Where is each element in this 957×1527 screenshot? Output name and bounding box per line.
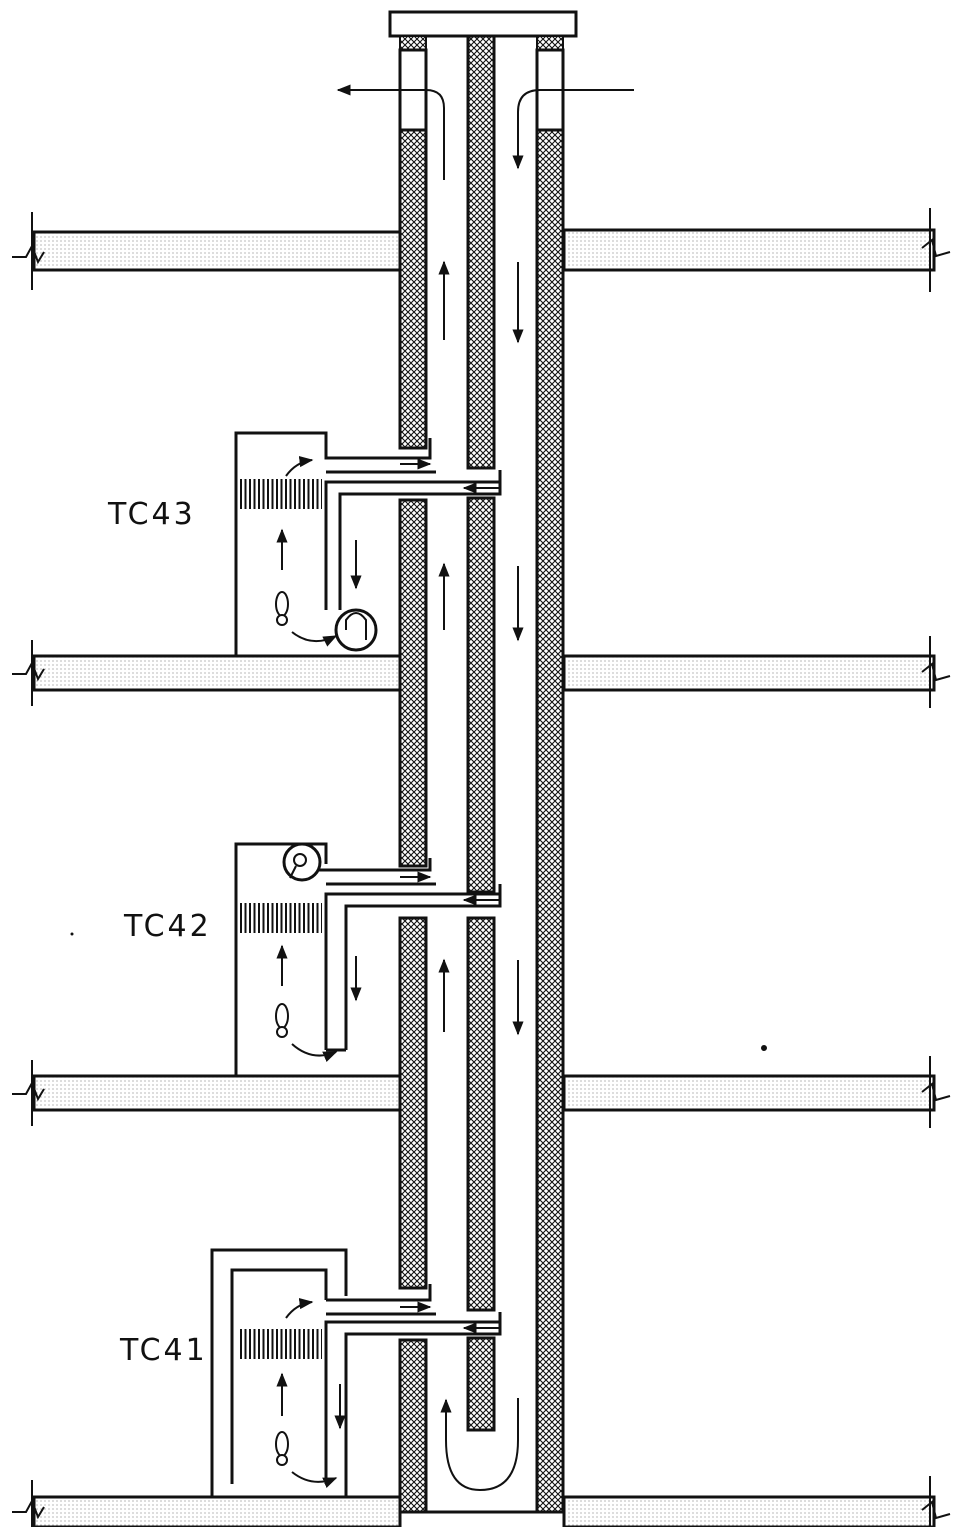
chimney-cap bbox=[388, 10, 578, 38]
floor-slab-right bbox=[562, 228, 936, 272]
floor-slabs bbox=[32, 228, 936, 1527]
unit-label-tc41: TC41 bbox=[119, 1333, 208, 1368]
speck bbox=[761, 1045, 767, 1051]
floor-slab-left bbox=[32, 1074, 402, 1112]
boiler-unit-tc42 bbox=[234, 842, 502, 1076]
flue-outlet-arrow bbox=[336, 84, 445, 180]
bottom-turn-arrow bbox=[440, 1398, 519, 1492]
break-lines bbox=[12, 208, 951, 1527]
floor-slab-left bbox=[32, 654, 402, 692]
boiler-unit-tc43 bbox=[234, 431, 502, 656]
unit-label-tc43: TC43 bbox=[107, 497, 196, 532]
chimney-shaft bbox=[388, 10, 578, 1514]
boiler-unit-tc41 bbox=[210, 1248, 502, 1497]
floor-slab-right bbox=[562, 654, 936, 692]
air-inlet-arrow bbox=[512, 89, 634, 170]
floor-slab-left bbox=[32, 230, 402, 272]
floor-slab-right bbox=[562, 1495, 936, 1527]
unit-label-tc42: TC42 bbox=[123, 909, 212, 944]
speck bbox=[70, 932, 74, 936]
floor-slab-right bbox=[562, 1074, 936, 1112]
flow-arrows bbox=[336, 84, 634, 1492]
floor-slab-left bbox=[32, 1495, 402, 1527]
